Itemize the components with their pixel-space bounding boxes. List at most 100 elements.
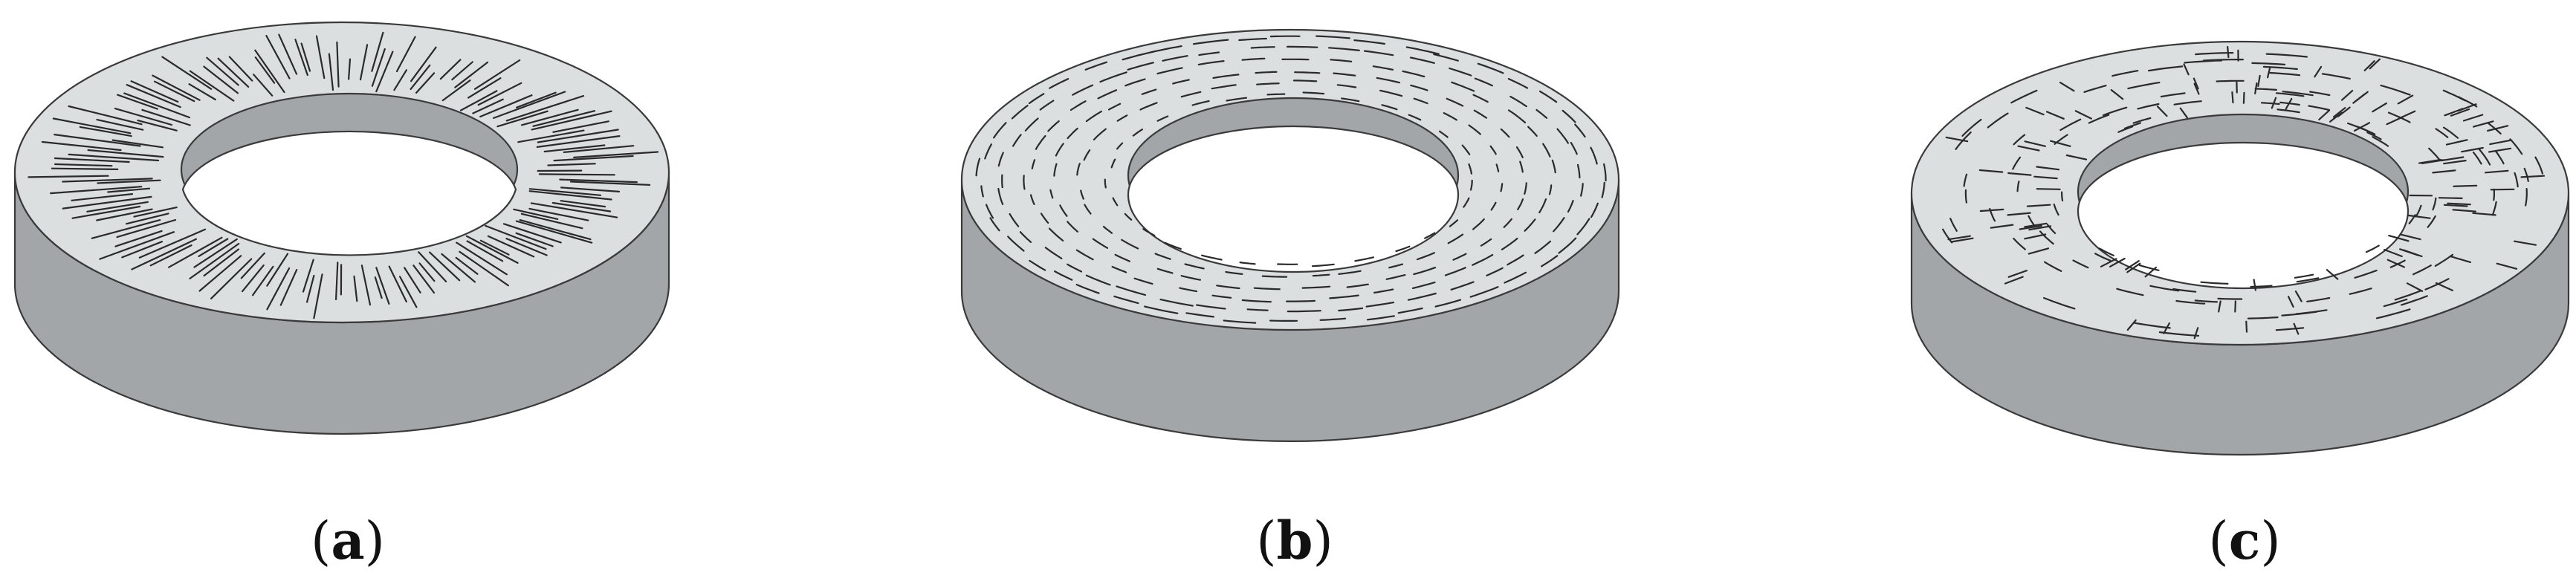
fiber-circumferential bbox=[1319, 317, 1347, 321]
fiber-radial bbox=[465, 235, 519, 264]
fiber-random bbox=[2004, 276, 2024, 285]
fiber-circumferential bbox=[1376, 77, 1400, 84]
fiber-random bbox=[2314, 65, 2323, 78]
fiber-circumferential bbox=[1562, 109, 1576, 123]
fiber-circumferential bbox=[1411, 281, 1436, 289]
fiber-radial bbox=[49, 186, 143, 195]
fiber-radial bbox=[505, 238, 548, 256]
fiber-circumferential bbox=[1266, 93, 1286, 96]
fiber-random bbox=[2026, 204, 2051, 207]
fiber-random bbox=[2399, 233, 2421, 241]
fiber-circumferential bbox=[1315, 35, 1350, 39]
fiber-random bbox=[1950, 237, 1974, 243]
fiber-radial bbox=[530, 202, 618, 218]
fiber-circumferential bbox=[1472, 94, 1489, 103]
fiber-random bbox=[2111, 70, 2139, 77]
fiber-circumferential bbox=[1576, 163, 1581, 179]
fiber-circumferential bbox=[1538, 198, 1547, 214]
fiber-circumferential bbox=[1397, 307, 1423, 314]
fiber-random bbox=[2276, 108, 2300, 114]
fiber-radial bbox=[536, 135, 621, 148]
fiber-circumferential bbox=[1159, 299, 1194, 307]
fiber-circumferential bbox=[1067, 127, 1078, 140]
fiber-random bbox=[2013, 134, 2026, 146]
fiber-radial bbox=[335, 262, 339, 301]
fiber-radial bbox=[336, 41, 340, 88]
fiber-random bbox=[2279, 101, 2300, 106]
fiber-radial bbox=[515, 232, 554, 247]
fiber-random bbox=[2019, 224, 2042, 230]
fiber-circumferential bbox=[1241, 299, 1272, 303]
fiber-circumferential bbox=[1097, 89, 1118, 100]
fiber-random bbox=[2443, 160, 2467, 165]
fiber-random bbox=[2401, 295, 2428, 306]
fiber-radial bbox=[418, 262, 436, 282]
fiber-random bbox=[2132, 117, 2152, 124]
fiber-circumferential bbox=[1372, 65, 1394, 71]
fiber-random bbox=[2028, 247, 2050, 255]
fiber-circumferential bbox=[1461, 144, 1471, 155]
fiber-random bbox=[2160, 92, 2186, 98]
fiber-random bbox=[2337, 106, 2351, 117]
fiber-radial bbox=[154, 80, 195, 103]
fiber-circumferential bbox=[1241, 57, 1266, 61]
fiber-circumferential bbox=[1029, 194, 1035, 205]
fiber-radial bbox=[528, 188, 602, 196]
fiber-radial bbox=[130, 80, 179, 103]
fiber-circumferential bbox=[975, 158, 981, 177]
fiber-random bbox=[2332, 107, 2346, 118]
ring-b-hole-opening bbox=[1127, 125, 1460, 273]
fiber-circumferential bbox=[997, 152, 1004, 167]
fiber-radial bbox=[375, 267, 390, 305]
fiber-circumferential bbox=[1535, 108, 1548, 119]
fiber-radial bbox=[253, 74, 274, 97]
fiber-circumferential bbox=[1238, 37, 1267, 42]
fiber-radial bbox=[97, 179, 161, 184]
fiber-radial bbox=[496, 110, 548, 128]
fiber-random bbox=[2265, 53, 2308, 58]
fiber-radial bbox=[531, 110, 612, 131]
fiber-random bbox=[2489, 139, 2512, 146]
fiber-circumferential bbox=[1116, 285, 1147, 296]
fiber-radial bbox=[410, 64, 431, 91]
fiber-radial bbox=[96, 119, 144, 131]
fiber-radial bbox=[41, 140, 122, 152]
fiber-radial bbox=[210, 258, 253, 299]
fiber-circumferential bbox=[1590, 146, 1598, 165]
fiber-circumferential bbox=[1413, 97, 1428, 105]
fiber-circumferential bbox=[1294, 71, 1321, 74]
fiber-radial bbox=[54, 134, 141, 147]
fiber-circumferential bbox=[1434, 299, 1462, 308]
fiber-random bbox=[2525, 188, 2528, 207]
fiber-radial bbox=[228, 56, 253, 82]
fiber-random bbox=[2397, 94, 2414, 105]
fiber-random bbox=[2013, 237, 2026, 250]
fiber-circumferential bbox=[1049, 189, 1054, 199]
fiber-circumferential bbox=[1067, 263, 1083, 273]
fiber-radial bbox=[121, 241, 164, 259]
fiber-random bbox=[2149, 285, 2180, 292]
fiber-circumferential bbox=[1099, 71, 1127, 83]
fiber-circumferential bbox=[1001, 174, 1003, 189]
fiber-random bbox=[2247, 317, 2279, 319]
fiber-radial bbox=[456, 241, 508, 276]
fiber-radial bbox=[126, 84, 181, 108]
fiber-random bbox=[1961, 118, 1982, 137]
fiber-random bbox=[2472, 151, 2482, 165]
fiber-circumferential bbox=[1353, 39, 1386, 45]
fiber-random bbox=[2406, 282, 2424, 292]
fiber-circumferential bbox=[1468, 124, 1481, 135]
fiber-circumferential bbox=[1402, 70, 1425, 78]
fiber-random bbox=[2117, 126, 2134, 133]
fiber-random bbox=[2473, 120, 2494, 128]
fiber-random bbox=[2372, 102, 2387, 113]
fiber-radial bbox=[441, 253, 476, 283]
fiber-circumferential bbox=[1104, 178, 1107, 189]
fiber-circumferential bbox=[1336, 84, 1357, 88]
fiber-radial bbox=[515, 220, 593, 244]
fiber-circumferential bbox=[1164, 241, 1182, 250]
fiber-radial bbox=[313, 273, 323, 319]
fiber-circumferential bbox=[1211, 294, 1232, 299]
fiber-circumferential bbox=[1601, 181, 1605, 198]
